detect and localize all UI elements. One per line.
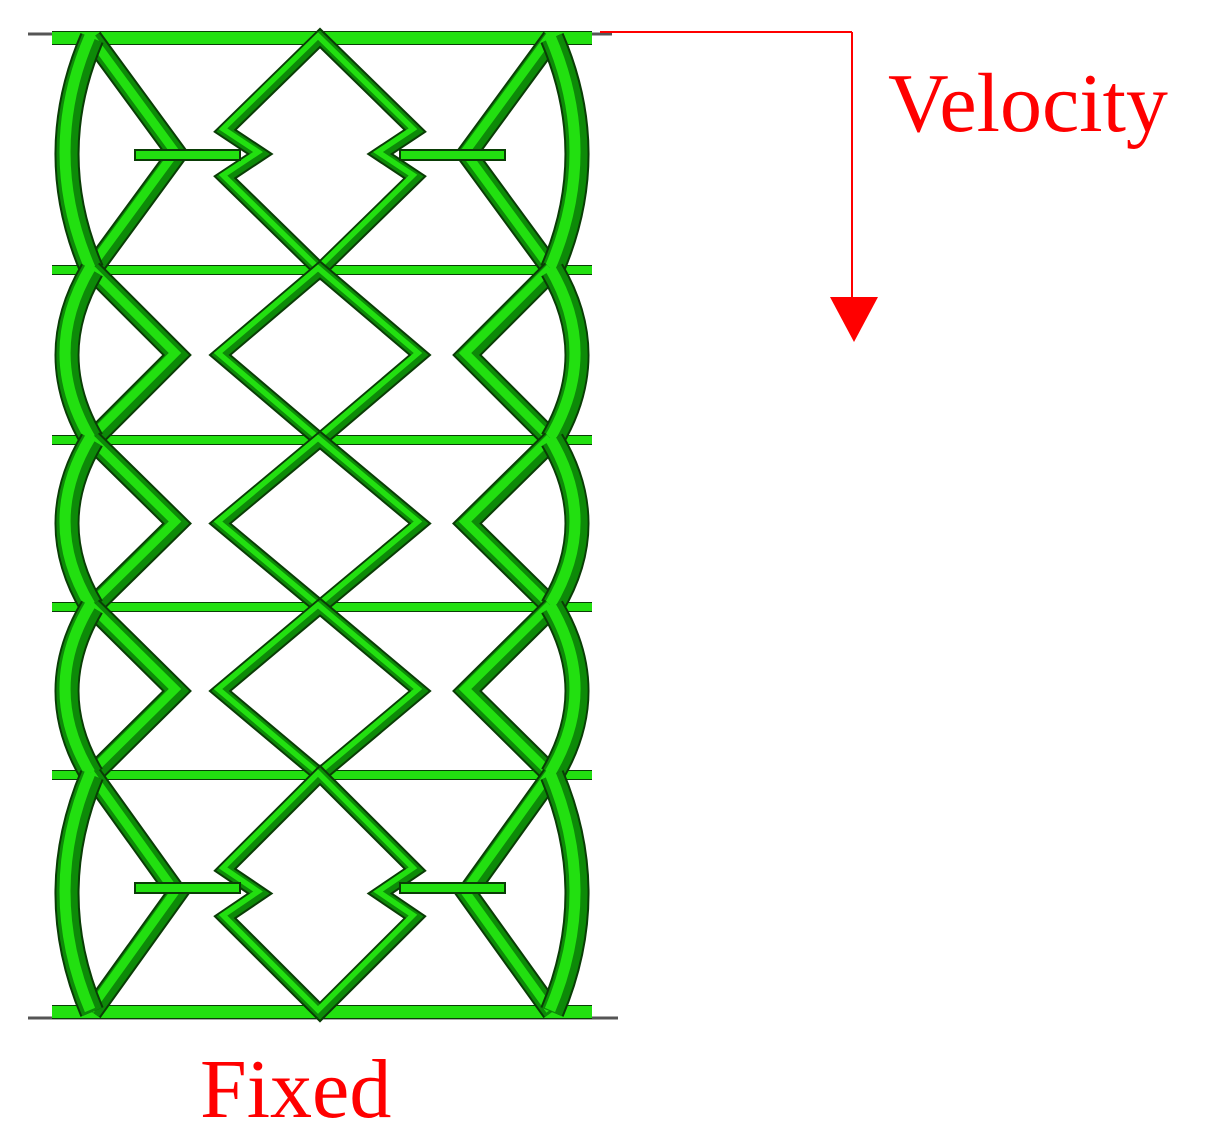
left-v-strut-2: [86, 434, 182, 609]
right-bow-strut-1: [545, 265, 581, 441]
right-v-strut-2: [458, 434, 554, 609]
right-tie-0: [399, 149, 506, 161]
lattice-struts: [28, 27, 618, 1023]
center-diamond-2: [213, 434, 423, 609]
right-v-strut-3-edge: [452, 599, 560, 783]
center-diamond-1-edge: [208, 260, 432, 450]
center-diamond-2-shade: [211, 432, 429, 615]
left-v-strut-1-edge: [84, 262, 192, 448]
center-diamond-3-edge: [208, 597, 432, 785]
right-v-strut-1: [458, 264, 554, 442]
center-diamond-3: [213, 601, 423, 777]
left-v-strut-3-edge: [84, 599, 192, 783]
arrow-head-icon: [830, 297, 878, 342]
left-v-strut-3: [86, 601, 182, 777]
left-bow-strut-4: [59, 770, 96, 1013]
left-bow-strut-2: [59, 435, 95, 608]
right-v-strut-3: [458, 601, 554, 777]
left-bow-strut-1: [59, 265, 95, 441]
center-diamond-4: [218, 769, 418, 1014]
left-bow-strut-0: [59, 33, 96, 271]
left-v-strut-2-edge: [84, 432, 192, 615]
right-bow-strut-2: [545, 435, 581, 608]
right-tie-4: [399, 882, 506, 894]
left-v-strut-1: [86, 264, 182, 442]
right-v-strut-2-edge: [452, 432, 560, 615]
right-bow-strut-4: [544, 770, 581, 1013]
right-bow-strut-0: [544, 33, 581, 271]
fixed-label: Fixed: [200, 1043, 392, 1136]
left-tie-0: [134, 149, 241, 161]
left-bow-strut-3: [59, 602, 95, 776]
center-diamond-2-edge: [208, 430, 432, 617]
center-diamond-1-shade: [211, 262, 429, 448]
right-bow-strut-3: [545, 602, 581, 776]
center-diamond-1: [213, 264, 423, 442]
velocity-arrow: [600, 31, 878, 342]
left-tie-4: [134, 882, 241, 894]
right-v-strut-1-edge: [452, 262, 560, 448]
velocity-label: Velocity: [888, 57, 1168, 150]
center-diamond-3-shade: [211, 599, 429, 783]
